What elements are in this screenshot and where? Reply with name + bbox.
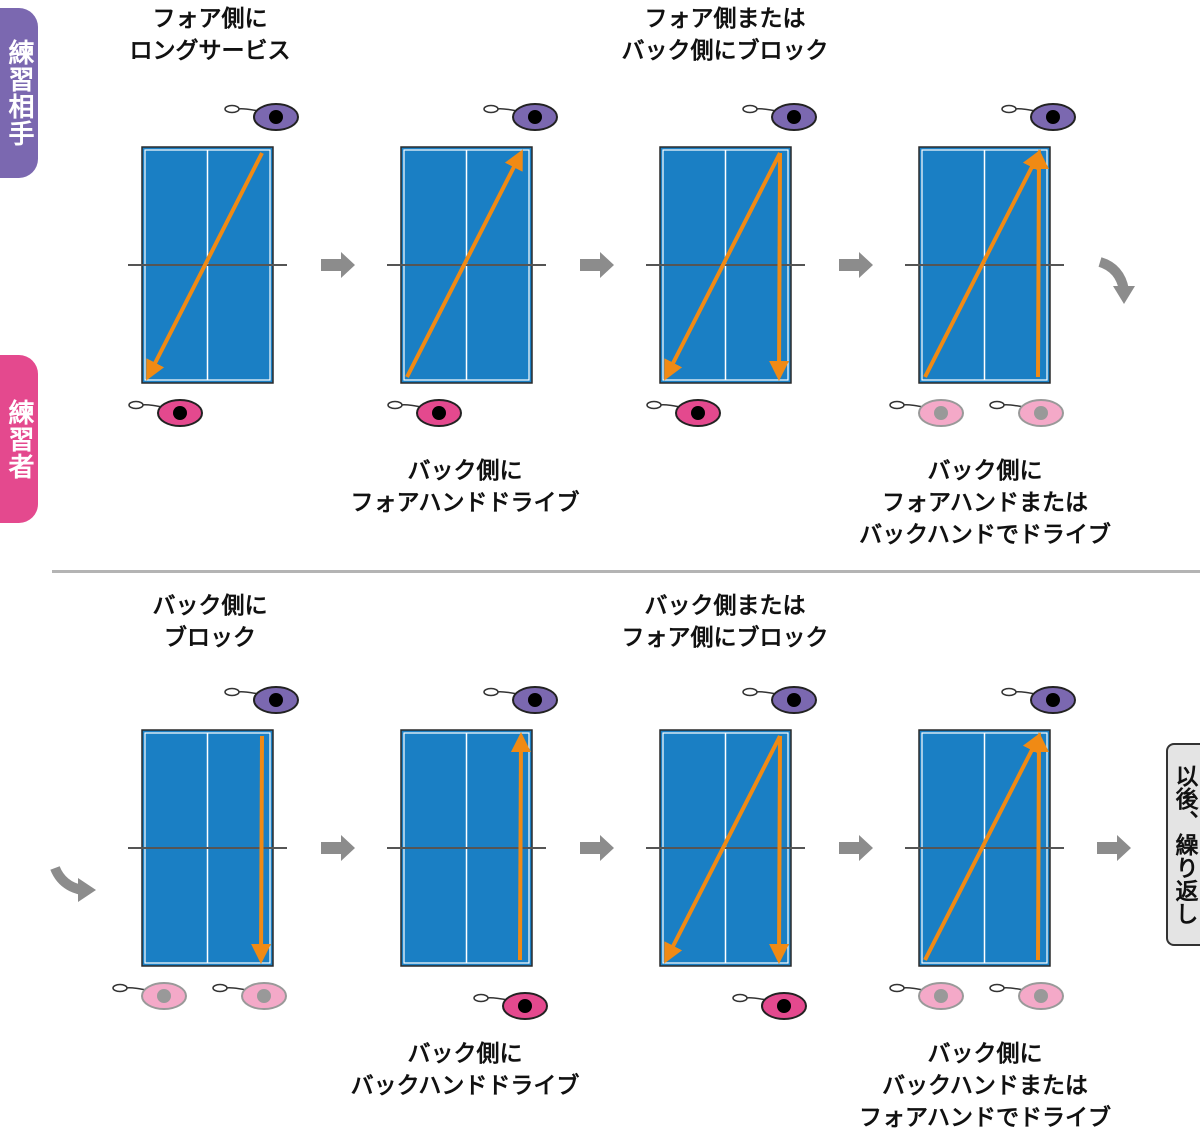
step-arrow-1-1 — [321, 252, 355, 278]
practicer-left-icon — [889, 982, 964, 1010]
step-arrow-2-3 — [839, 835, 873, 861]
practicer-right-icon — [212, 982, 287, 1010]
step-arrow-1-2 — [580, 252, 614, 278]
step-arrow-1-3 — [839, 252, 873, 278]
repeat-label: 以後、繰り返し — [1166, 743, 1200, 946]
step-arrow-2-4 — [1097, 835, 1131, 861]
caption-top-4: バック側にフォアハンドまたはバックハンドでドライブ — [859, 458, 1111, 548]
table-panel-1-1 — [128, 146, 287, 384]
partner-player-icon — [742, 686, 817, 714]
practicer-player-icon — [646, 399, 721, 427]
table-panel-1-2 — [387, 146, 546, 384]
practicer-right-icon — [989, 982, 1064, 1010]
partner-player-icon — [483, 103, 558, 131]
resume-arrow-head — [78, 878, 96, 902]
step-arrow-2-1 — [321, 835, 355, 861]
caption-bottom-2: バック側またはフォア側にブロック — [621, 593, 829, 651]
table-panel-1-4 — [905, 146, 1064, 384]
shot-arrow-1 — [664, 152, 782, 381]
table-panel-2-2 — [387, 729, 546, 967]
shot-arrow-2 — [769, 735, 790, 964]
shot-arrow-1 — [923, 149, 1041, 378]
practicer-left-icon — [112, 982, 187, 1010]
partner-player-icon — [1001, 103, 1076, 131]
step-arrow-2-2 — [580, 835, 614, 861]
row-divider — [52, 570, 1200, 573]
practicer-player-icon — [387, 399, 462, 427]
caption-bottom-4: バック側にバックハンドまたはフォアハンドでドライブ — [858, 1041, 1112, 1131]
table-panel-2-4 — [905, 729, 1064, 967]
partner-label: 練習相手 — [0, 8, 38, 178]
partner-player-icon — [224, 103, 299, 131]
caption-bottom-1: バック側にブロック — [152, 593, 268, 651]
practicer-player-icon — [732, 992, 807, 1020]
shot-arrow-1 — [251, 735, 272, 964]
caption-bottom-3: バック側にバックハンドドライブ — [350, 1041, 580, 1099]
practicer-player-icon — [128, 399, 203, 427]
continue-arrow-curve — [1098, 257, 1129, 292]
partner-player-icon — [1001, 686, 1076, 714]
caption-top-2: フォア側またはバック側にブロック — [621, 6, 829, 64]
partner-player-icon — [483, 686, 558, 714]
shot-arrow-1 — [923, 732, 1041, 961]
table-panel-2-3 — [646, 729, 805, 967]
shot-arrow-1 — [405, 149, 523, 378]
practicer-player-icon — [473, 992, 548, 1020]
shot-arrow-1 — [510, 732, 531, 961]
continue-arrow-head — [1113, 286, 1135, 304]
practicer-right-icon — [989, 399, 1064, 427]
partner-player-icon — [742, 103, 817, 131]
shot-arrow-2 — [1028, 149, 1049, 378]
practicer-label: 練習者 — [0, 355, 38, 523]
resume-arrow-curve — [50, 865, 84, 895]
shot-arrow-1 — [146, 152, 264, 381]
table-panel-2-1 — [128, 729, 287, 967]
shot-arrow-1 — [664, 735, 782, 964]
caption-top-3: バック側にフォアハンドドライブ — [350, 458, 580, 516]
table-panel-1-3 — [646, 146, 805, 384]
partner-player-icon — [224, 686, 299, 714]
shot-arrow-2 — [1028, 732, 1049, 961]
shot-arrow-2 — [769, 152, 790, 381]
caption-top-1: フォア側にロングサービス — [129, 6, 291, 64]
practicer-left-icon — [889, 399, 964, 427]
